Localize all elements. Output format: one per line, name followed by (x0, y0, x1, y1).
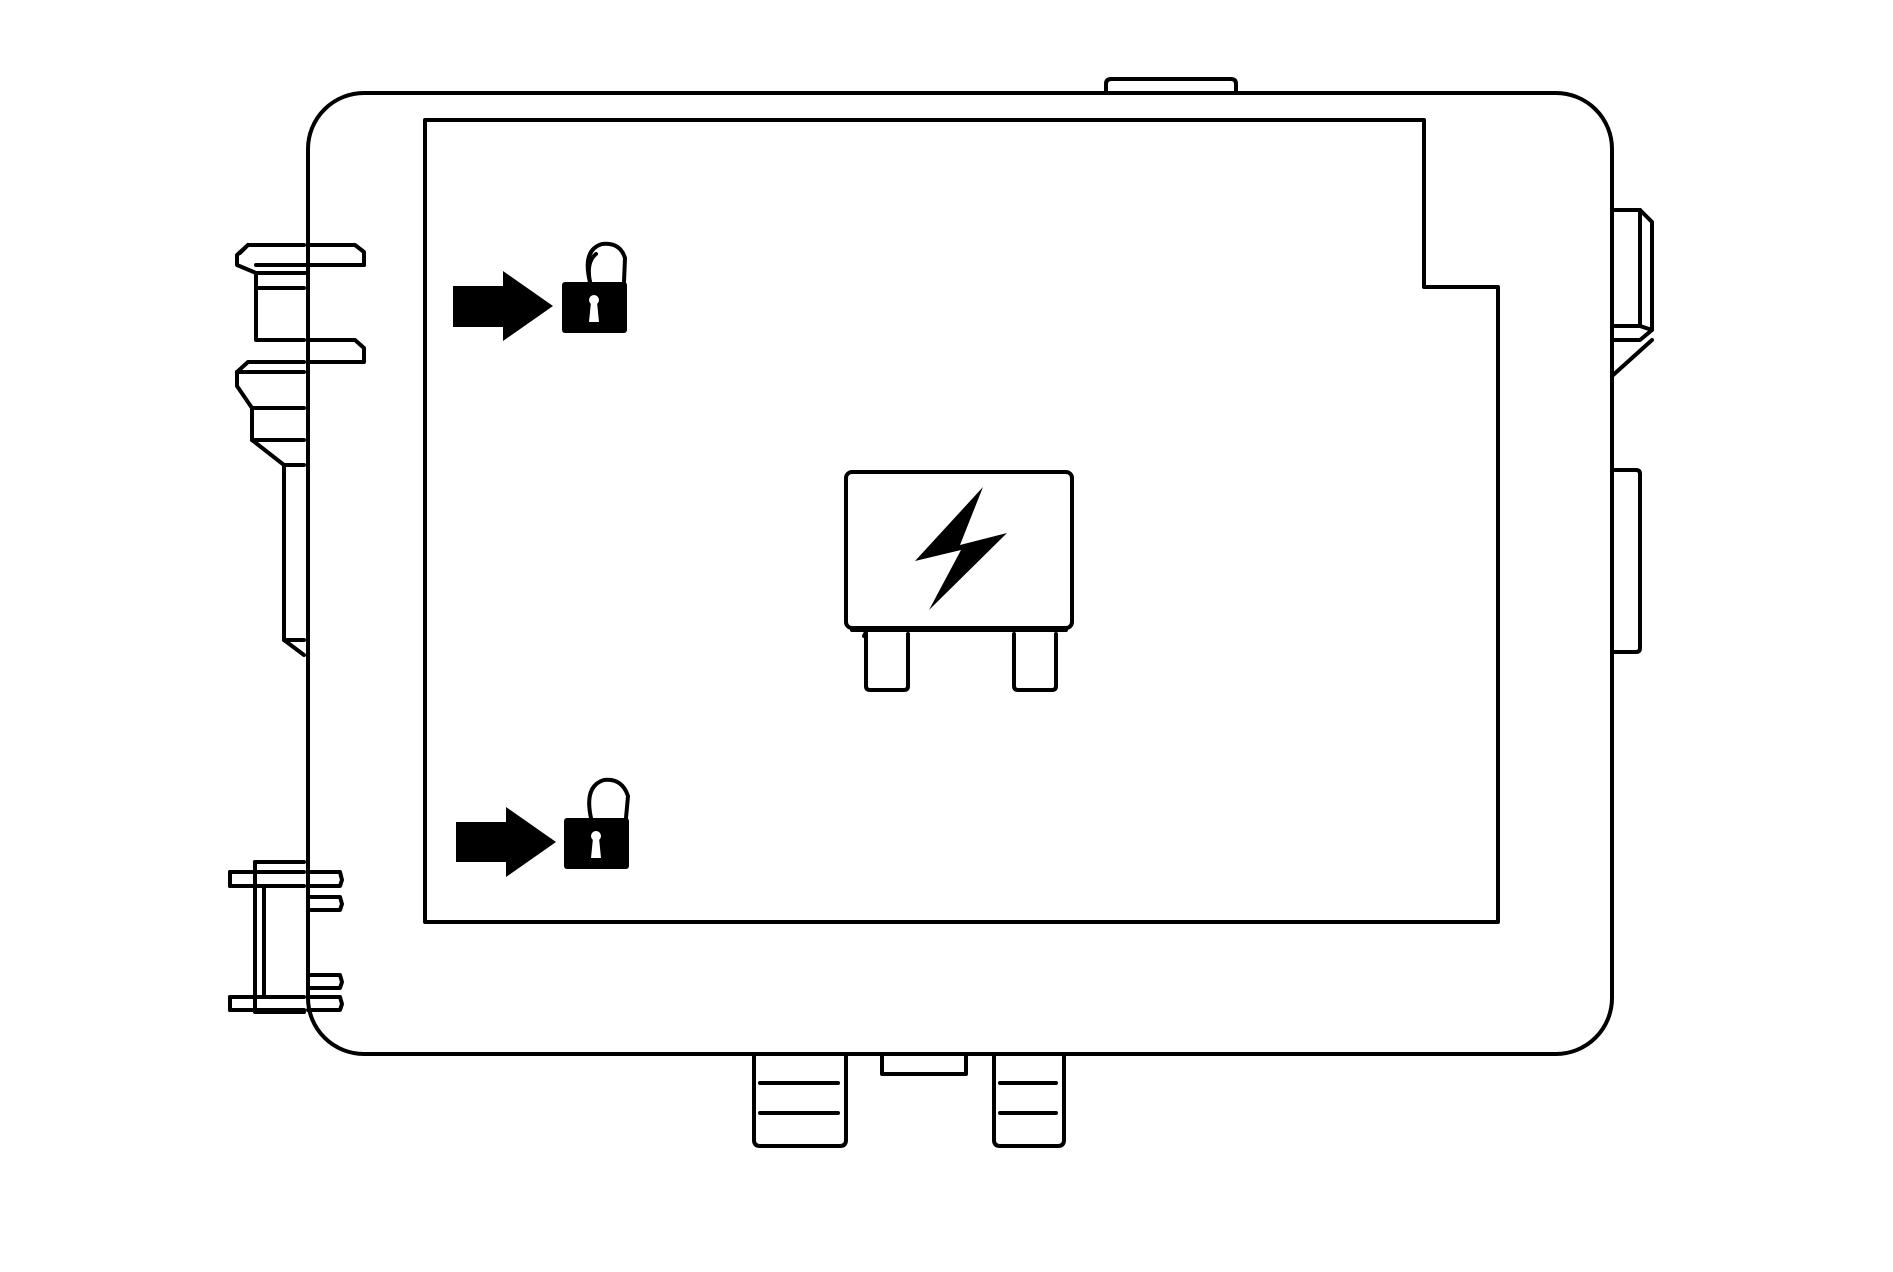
top-tab (1104, 77, 1238, 95)
cover-panel (423, 118, 1500, 924)
bottom-connector-right (992, 1052, 1066, 1148)
bottom-connector-left (752, 1052, 848, 1148)
housing-outline (306, 91, 1614, 1056)
unlocked-padlock-icon (564, 777, 630, 869)
lower-unlock-marker (456, 777, 630, 877)
right-lower-connector (1610, 468, 1642, 654)
right-upper-connector (1610, 208, 1654, 378)
unlock-arrow-icon (453, 271, 553, 341)
box-housing (306, 77, 1614, 1056)
relay-pin-right-leg (1012, 632, 1058, 692)
unlocked-padlock-icon (562, 241, 627, 333)
relay-pin-left-leg (864, 632, 910, 692)
bottom-center-tab (880, 1052, 968, 1076)
left-lower-latch (228, 860, 344, 1014)
lightning-bolt-icon (915, 487, 1007, 610)
unlock-arrow-icon (456, 807, 556, 877)
upper-unlock-marker (453, 241, 627, 341)
relay-lightning-icon (844, 470, 1074, 692)
left-upper-latch (235, 243, 366, 657)
